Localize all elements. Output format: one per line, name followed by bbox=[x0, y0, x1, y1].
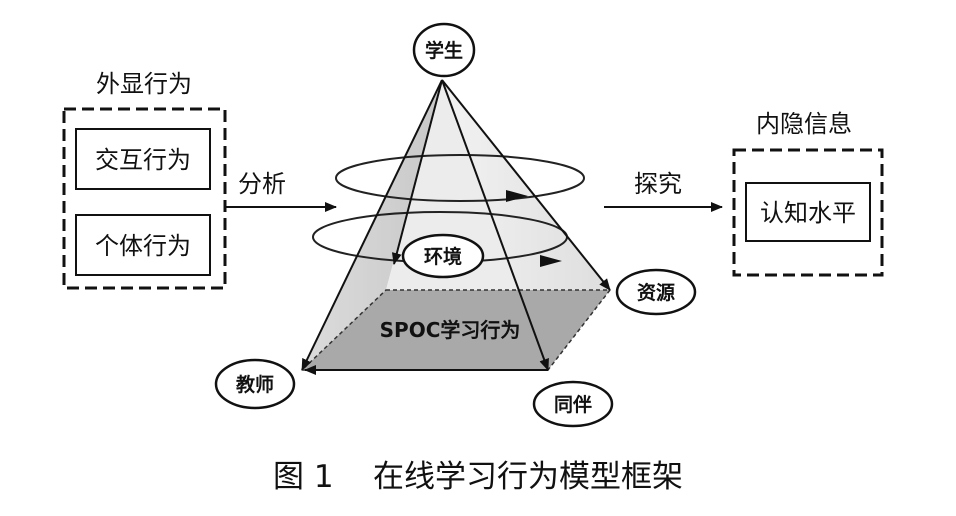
figure-caption: 图 1 在线学习行为模型框架 bbox=[273, 459, 683, 495]
edge-student-teacher bbox=[301, 79, 443, 371]
upper-orbit-arrowhead bbox=[506, 190, 528, 202]
explore-label: 探究 bbox=[634, 170, 682, 198]
edge-student-peer bbox=[441, 79, 549, 371]
cognitive-level-box bbox=[745, 182, 871, 242]
node-student bbox=[412, 22, 476, 78]
right-group-frame bbox=[732, 148, 884, 277]
edge-student-resource bbox=[441, 79, 611, 291]
node-teacher-label: 教师 bbox=[236, 373, 274, 396]
node-student-label: 学生 bbox=[425, 39, 463, 62]
node-resource-label: 资源 bbox=[637, 281, 675, 304]
node-peer-label: 同伴 bbox=[554, 393, 592, 416]
left-group-frame bbox=[62, 107, 227, 290]
individual-behavior-box bbox=[75, 214, 211, 276]
node-peer bbox=[532, 380, 614, 428]
interaction-behavior-label: 交互行为 bbox=[95, 146, 191, 174]
analyze-label: 分析 bbox=[238, 170, 286, 198]
lower-orbit-arrowhead bbox=[540, 255, 562, 267]
node-environment bbox=[401, 233, 485, 279]
base-label: SPOC学习行为 bbox=[380, 318, 521, 342]
individual-behavior-label: 个体行为 bbox=[95, 232, 191, 260]
left-group-title: 外显行为 bbox=[96, 70, 192, 98]
edge-student-environment bbox=[391, 79, 443, 265]
cognitive-level-label: 认知水平 bbox=[760, 199, 856, 227]
node-environment-label: 环境 bbox=[424, 245, 462, 268]
interaction-behavior-box bbox=[75, 128, 211, 190]
upper-orbit bbox=[335, 154, 585, 202]
right-group-title: 内隐信息 bbox=[756, 110, 852, 138]
node-resource bbox=[615, 268, 697, 316]
node-teacher bbox=[214, 358, 296, 410]
